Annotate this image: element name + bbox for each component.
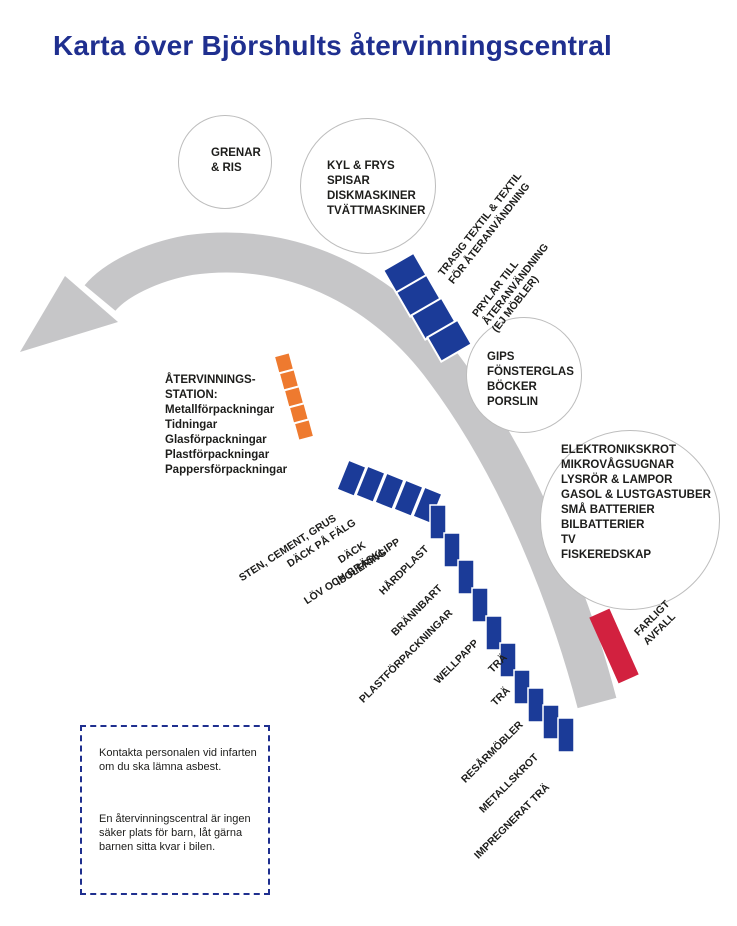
label-line: STATION: — [165, 389, 218, 401]
label-line: DISKMASKINER — [327, 190, 416, 202]
label-line: TVÄTTMASKINER — [327, 205, 426, 217]
note-asbest: Kontakta personalen vid infarten om du s… — [99, 747, 257, 773]
middle-containers — [335, 458, 444, 525]
circle-elektronik-text: ELEKTRONIKSKROT MIKROVÅGSUGNAR LYSRÖR & … — [561, 443, 711, 563]
label-line: FÖNSTERGLAS — [487, 366, 574, 378]
circle-grenar — [178, 115, 272, 209]
info-box — [80, 725, 270, 895]
container-prylar-2 — [425, 318, 473, 363]
recycling-station-bins — [272, 351, 316, 442]
station-item: Pappersförpackningar — [165, 464, 288, 476]
label-line: LYSRÖR & LAMPOR — [561, 474, 673, 486]
label-line: MIKROVÅGSUGNAR — [561, 459, 675, 471]
label-line: GIPS — [487, 351, 515, 363]
station-item: Tidningar — [165, 419, 218, 431]
station-item: Glasförpackningar — [165, 434, 267, 446]
note-barn: En återvinningscentral är ingen säker pl… — [99, 813, 251, 853]
circle-gips-text: GIPS FÖNSTERGLAS BÖCKER PORSLIN — [487, 350, 574, 410]
page-title: Karta över Björshults återvinningscentra… — [53, 30, 613, 61]
label-line: SPISAR — [327, 175, 370, 187]
circle-elektronik — [540, 430, 720, 610]
label-line: & RIS — [211, 162, 242, 174]
station-item: Metallförpackningar — [165, 404, 275, 416]
circle-gips — [466, 317, 582, 433]
station-item: Plastförpackningar — [165, 449, 270, 461]
road-arrow-head — [20, 276, 118, 352]
hazard-container — [589, 608, 639, 684]
label-line: GRENAR — [211, 147, 261, 159]
label-line: ÅTERVINNINGS- — [165, 374, 256, 386]
label-line: SMÅ BATTERIER — [561, 504, 655, 516]
circle-vitvaror-text: KYL & FRYS SPISAR DISKMASKINER TVÄTTMASK… — [327, 159, 425, 219]
circle-grenar-text: GRENAR & RIS — [211, 146, 261, 176]
label-line: TV — [561, 534, 576, 546]
label-line: PORSLIN — [487, 396, 539, 408]
upper-containers — [381, 251, 473, 363]
label-line: ELEKTRONIKSKROT — [561, 444, 676, 456]
stepped-containers — [429, 504, 575, 753]
station-items: Metallförpackningar Tidningar Glasförpac… — [165, 403, 287, 478]
label-line: GASOL & LUSTGASTUBER — [561, 489, 711, 501]
label-line: BÖCKER — [487, 381, 537, 393]
label-line: KYL & FRYS — [327, 160, 395, 172]
station-title: ÅTERVINNINGS- STATION: — [165, 373, 256, 403]
circle-vitvaror — [300, 118, 436, 254]
label-line: FISKEREDSKAP — [561, 549, 652, 561]
label-line: BILBATTERIER — [561, 519, 645, 531]
road-arrow — [84, 232, 617, 709]
